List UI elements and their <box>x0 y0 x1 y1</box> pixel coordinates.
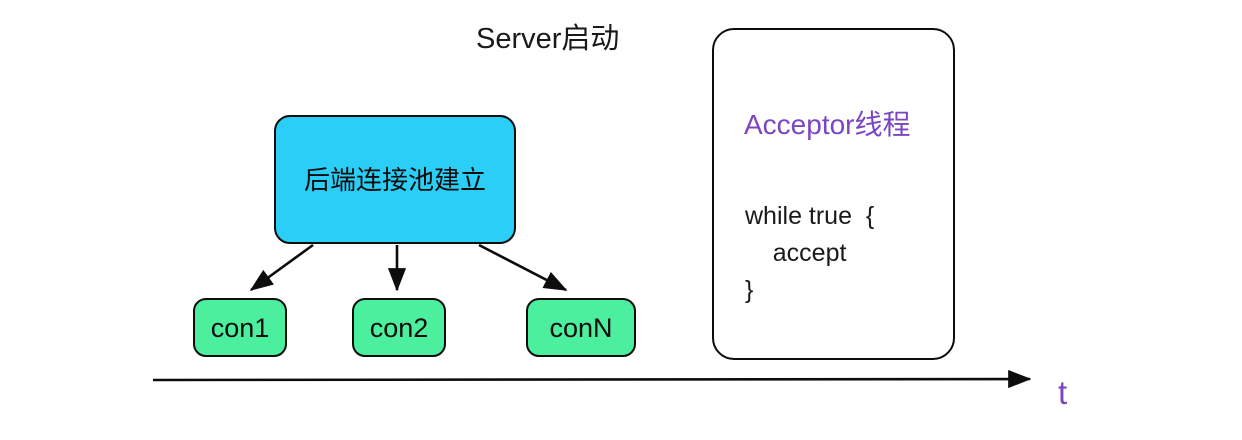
panel-acceptor-thread-title: Acceptor线程 <box>744 109 911 140</box>
node-connection-pool: 后端连接池建立 <box>274 115 516 244</box>
panel-acceptor-thread-code: while true { accept } <box>745 202 875 304</box>
node-connection-1: con1 <box>193 298 287 357</box>
node-connection-n: conN <box>526 298 636 357</box>
node-connection-2-label: con2 <box>369 312 429 343</box>
node-connection-pool-label: 后端连接池建立 <box>303 164 486 195</box>
arrow-pool-to-conn <box>478 243 568 292</box>
arrow-pool-to-con1 <box>249 243 314 292</box>
panel-acceptor-thread: Acceptor线程 while true { accept } <box>712 28 955 360</box>
node-connection-2: con2 <box>352 298 446 357</box>
timeline-axis <box>152 369 1032 389</box>
timeline-axis-label: t <box>1058 374 1068 411</box>
page-title: Server启动 <box>476 23 620 55</box>
node-connection-1-label: con1 <box>210 312 270 343</box>
node-connection-n-label: conN <box>549 312 613 343</box>
